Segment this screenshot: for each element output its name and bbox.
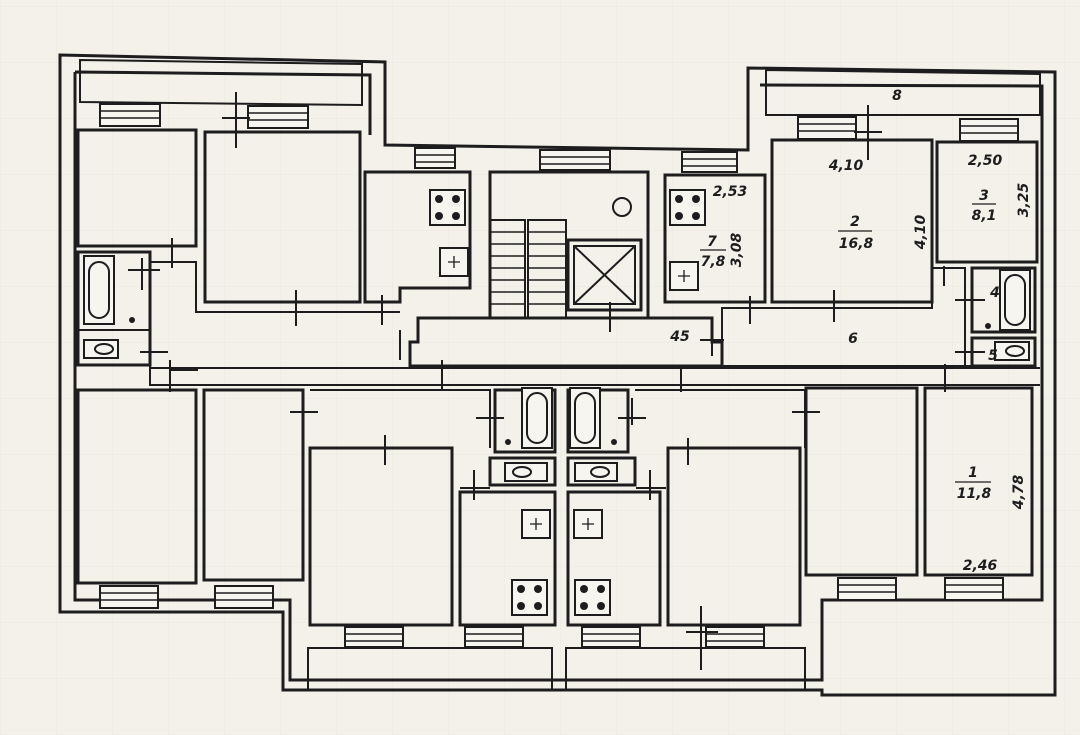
toilet-icon — [504, 462, 548, 482]
room-2-depth: 4,10 — [913, 214, 929, 250]
balcony-bottom-left — [307, 647, 553, 691]
stair-core — [488, 170, 650, 320]
kitchen-7-width: 2,53 — [713, 184, 748, 200]
window — [797, 116, 857, 140]
room-1-number: 1 — [968, 465, 978, 481]
room-3-width: 2,50 — [968, 153, 1003, 169]
kitchen-7 — [663, 173, 767, 304]
bathtub-icon — [569, 387, 617, 449]
window — [539, 149, 611, 171]
wc-5 — [970, 336, 1037, 368]
window — [581, 626, 641, 648]
sink-icon — [669, 261, 699, 291]
kitchen-7-depth: 3,08 — [729, 232, 745, 267]
room-3 — [935, 140, 1039, 264]
apartment-top-right — [663, 138, 1039, 368]
room-3-area: 8,1 — [972, 208, 997, 224]
hall-6-number: 6 — [848, 331, 858, 347]
toilet-icon — [83, 339, 119, 359]
room-1-depth: 4,78 — [1011, 474, 1027, 510]
balcony-number: 8 — [892, 88, 902, 104]
bathtub-icon — [83, 255, 135, 325]
stove-icon — [669, 189, 706, 226]
window — [99, 585, 159, 609]
window — [944, 577, 1004, 601]
bathtub-icon — [505, 387, 553, 449]
stove-icon — [429, 189, 466, 226]
door-marks — [128, 92, 985, 670]
sink-icon — [573, 509, 603, 539]
bath-4 — [970, 266, 1037, 334]
apartment-bottom-right — [566, 386, 1034, 627]
room-1 — [923, 386, 1034, 577]
hall-6 — [721, 267, 966, 367]
wc-5-number: 5 — [988, 348, 998, 364]
stair-treads — [490, 231, 566, 305]
window — [247, 105, 309, 129]
room-3-depth: 3,25 — [1016, 182, 1032, 217]
window — [464, 626, 524, 648]
elevator-shaft — [566, 238, 643, 312]
corridor-number: 45 — [669, 329, 690, 345]
bathtub-icon — [985, 269, 1031, 331]
kitchen-7-area: 7,8 — [701, 254, 726, 270]
window — [214, 585, 274, 609]
window — [837, 577, 897, 601]
room-1-width: 2,46 — [963, 558, 998, 574]
bath-4-number: 4 — [989, 285, 1000, 301]
sink-icon — [439, 247, 469, 277]
windows — [99, 103, 1019, 648]
window — [344, 626, 404, 648]
kitchen-7-number: 7 — [707, 234, 717, 250]
balcony-top-left — [79, 58, 363, 107]
sink-icon — [521, 509, 551, 539]
room-3-number: 3 — [979, 188, 989, 204]
room-1-area: 11,8 — [957, 486, 992, 502]
window — [99, 103, 161, 127]
stove-icon — [511, 579, 548, 616]
window — [681, 151, 738, 173]
toilet-icon — [994, 341, 1030, 361]
window — [414, 147, 456, 169]
window — [959, 118, 1019, 142]
room-2-width: 4,10 — [828, 158, 864, 174]
balcony-top-right: 8 — [765, 68, 1041, 116]
room-labels: 2,53 7 7,8 3,08 4,10 2 16,8 4,10 2,50 3 … — [669, 153, 1032, 574]
room-2-area: 16,8 — [839, 236, 874, 252]
stove-icon — [574, 579, 611, 616]
corridor — [150, 316, 1040, 386]
toilet-icon — [574, 462, 618, 482]
room-2-number: 2 — [850, 214, 860, 230]
balcony-bottom-right — [565, 647, 806, 691]
window — [705, 626, 765, 648]
riser-circle — [612, 197, 632, 217]
